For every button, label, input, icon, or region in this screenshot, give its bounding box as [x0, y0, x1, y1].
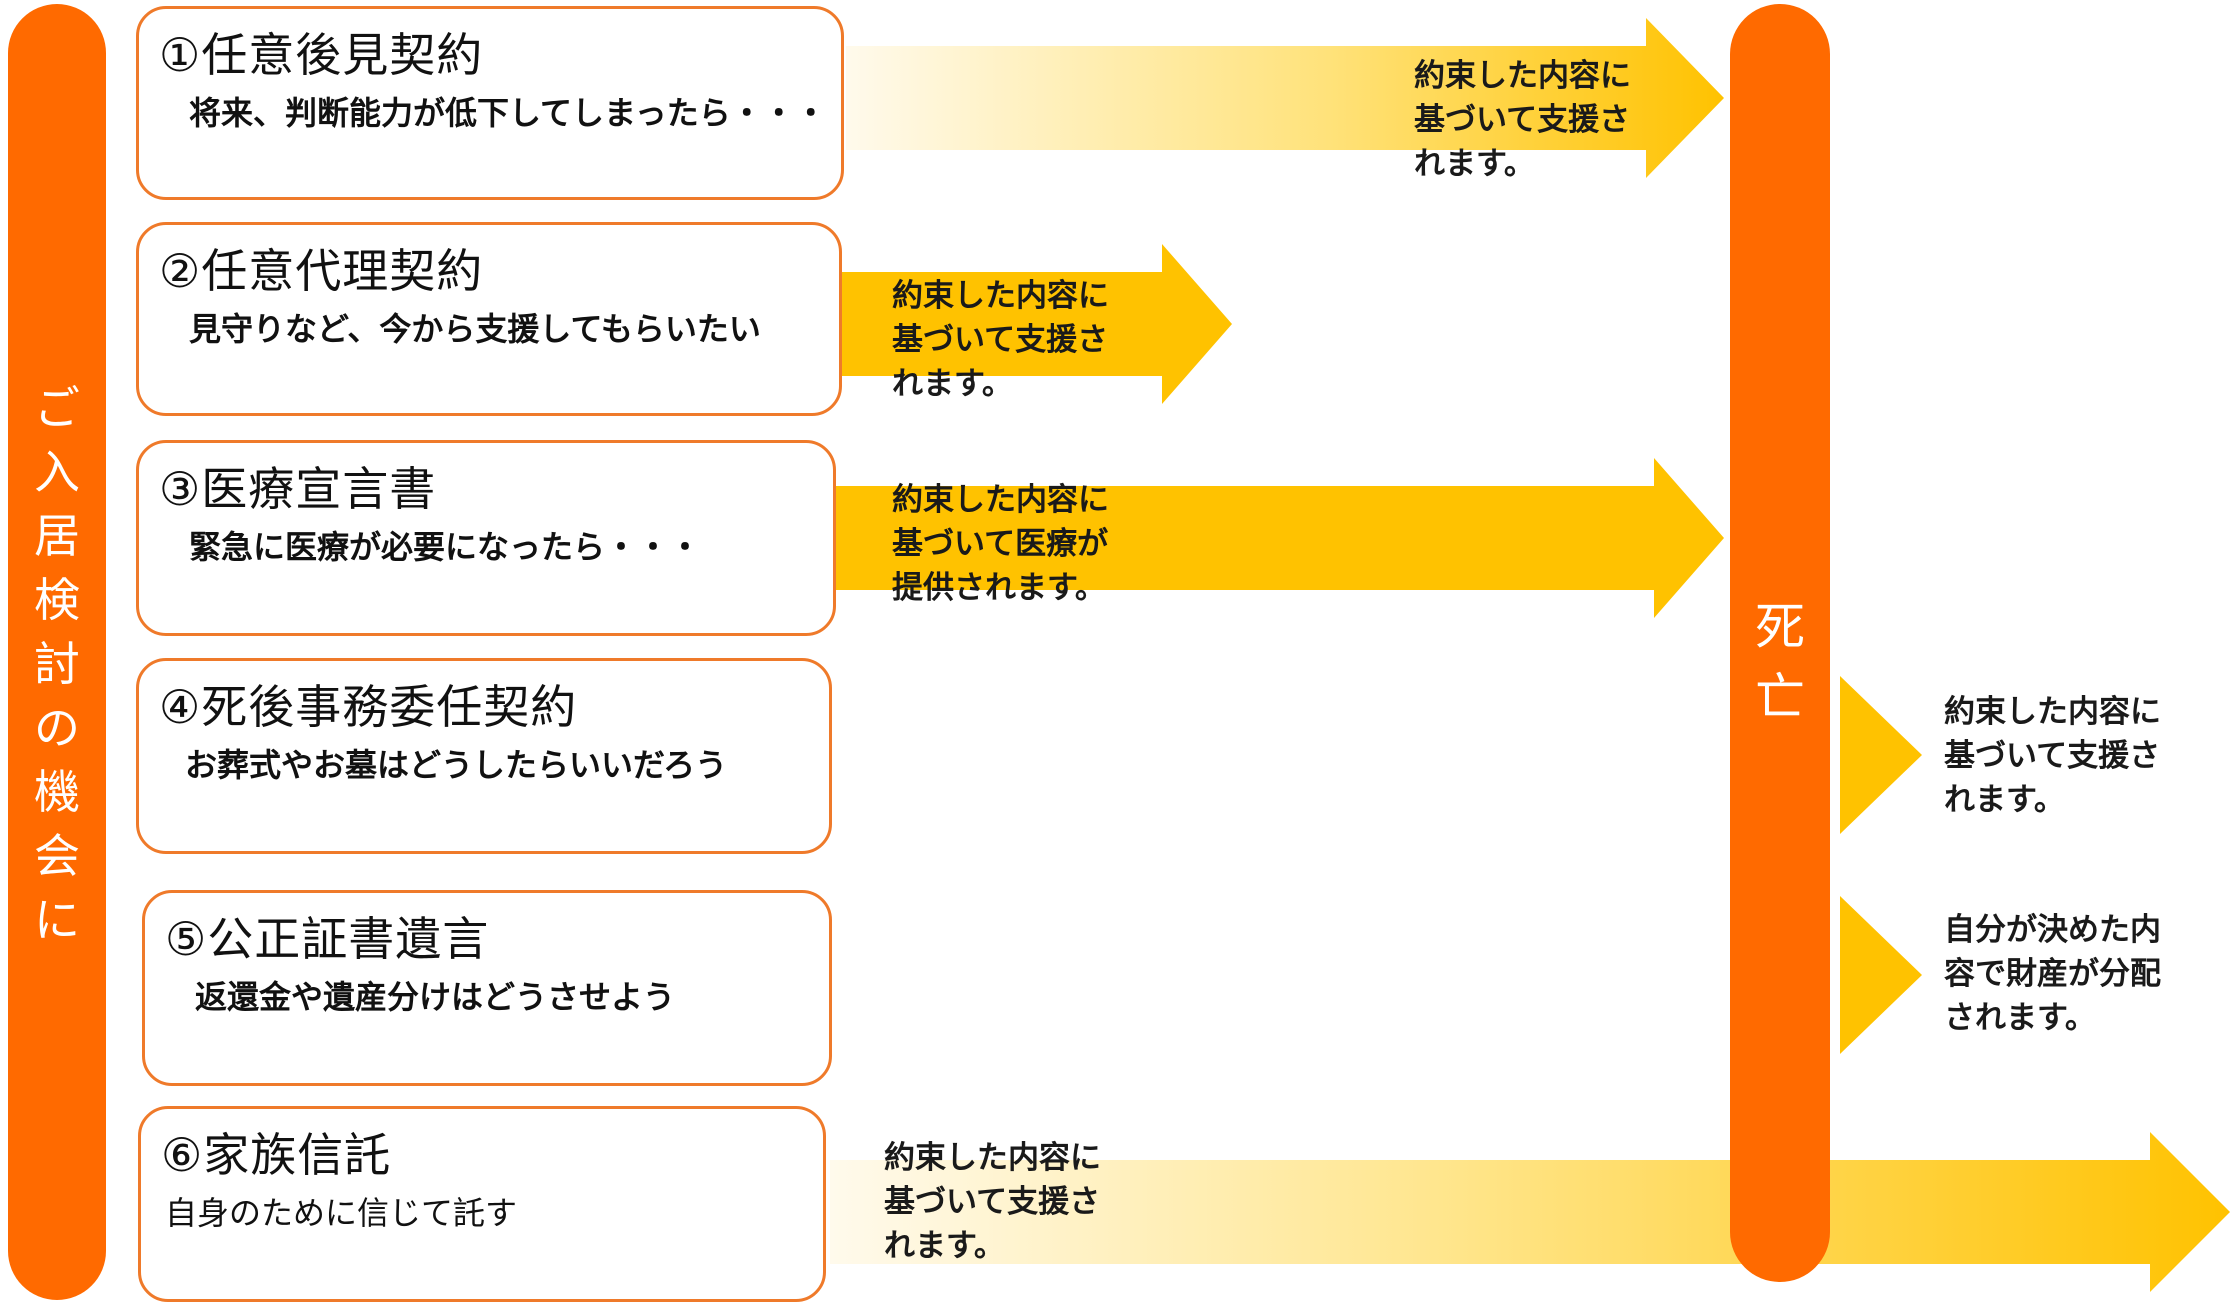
contract-box-family-trust: ⑥家族信託 自身のために信じて託す [138, 1106, 826, 1302]
arrow-proxy [840, 244, 1232, 404]
chevron-after-death-1 [1840, 676, 1922, 834]
contract-subtitle: 将来、判断能力が低下してしまったら・・・ [189, 94, 827, 132]
contract-box-proxy: ②任意代理契約 見守りなど、今から支援してもらいたい [136, 222, 842, 416]
contract-title: ⑤公正証書遺言 [165, 912, 490, 966]
after-death-text-2: 自分が決めた内 容で財産が分配 されます。 [1944, 912, 2161, 1036]
contract-box-posthumous: ④死後事務委任契約 お葬式やお墓はどうしたらいいだろう [136, 658, 832, 854]
arrow-medical [836, 458, 1724, 618]
arrow-guardianship [846, 18, 1724, 178]
contract-box-guardianship: ①任意後見契約 将来、判断能力が低下してしまったら・・・ [136, 6, 844, 200]
arrow-family-trust [830, 1132, 2230, 1292]
contract-title: ⑥家族信託 [161, 1128, 392, 1182]
admission-consideration-label: ご 入 居 検 討 の 機 会 に [34, 381, 80, 947]
after-death-text-1: 約束した内容に 基づいて支援さ れます。 [1944, 694, 2161, 818]
contract-subtitle: 見守りなど、今から支援してもらいたい [189, 310, 761, 348]
death-bar: 死 亡 [1730, 4, 1830, 1282]
contract-subtitle: お葬式やお墓はどうしたらいいだろう [185, 746, 728, 784]
contract-subtitle: 返還金や遺産分けはどうさせよう [195, 978, 676, 1016]
contract-title: ③医療宣言書 [159, 462, 437, 516]
contract-box-will: ⑤公正証書遺言 返還金や遺産分けはどうさせよう [142, 890, 832, 1086]
contract-subtitle: 緊急に医療が必要になったら・・・ [189, 528, 702, 566]
contract-box-medical: ③医療宣言書 緊急に医療が必要になったら・・・ [136, 440, 836, 636]
admission-consideration-bar: ご 入 居 検 討 の 機 会 に [8, 4, 106, 1300]
chevron-after-death-2 [1840, 896, 1922, 1054]
arrow-proxy-text: 約束した内容に 基づいて支援さ れます。 [892, 278, 1109, 402]
contract-title: ①任意後見契約 [159, 28, 484, 82]
contract-subtitle: 自身のために信じて託す [165, 1194, 518, 1232]
arrow-guardianship-text: 約束した内容に 基づいて支援さ れます。 [1414, 58, 1631, 182]
contract-title: ②任意代理契約 [159, 244, 484, 298]
arrow-family-trust-text: 約束した内容に 基づいて支援さ れます。 [884, 1140, 1101, 1264]
contract-title: ④死後事務委任契約 [159, 680, 578, 734]
death-label: 死 亡 [1755, 598, 1805, 726]
arrow-medical-text: 約束した内容に 基づいて医療が 提供されます。 [892, 482, 1109, 606]
